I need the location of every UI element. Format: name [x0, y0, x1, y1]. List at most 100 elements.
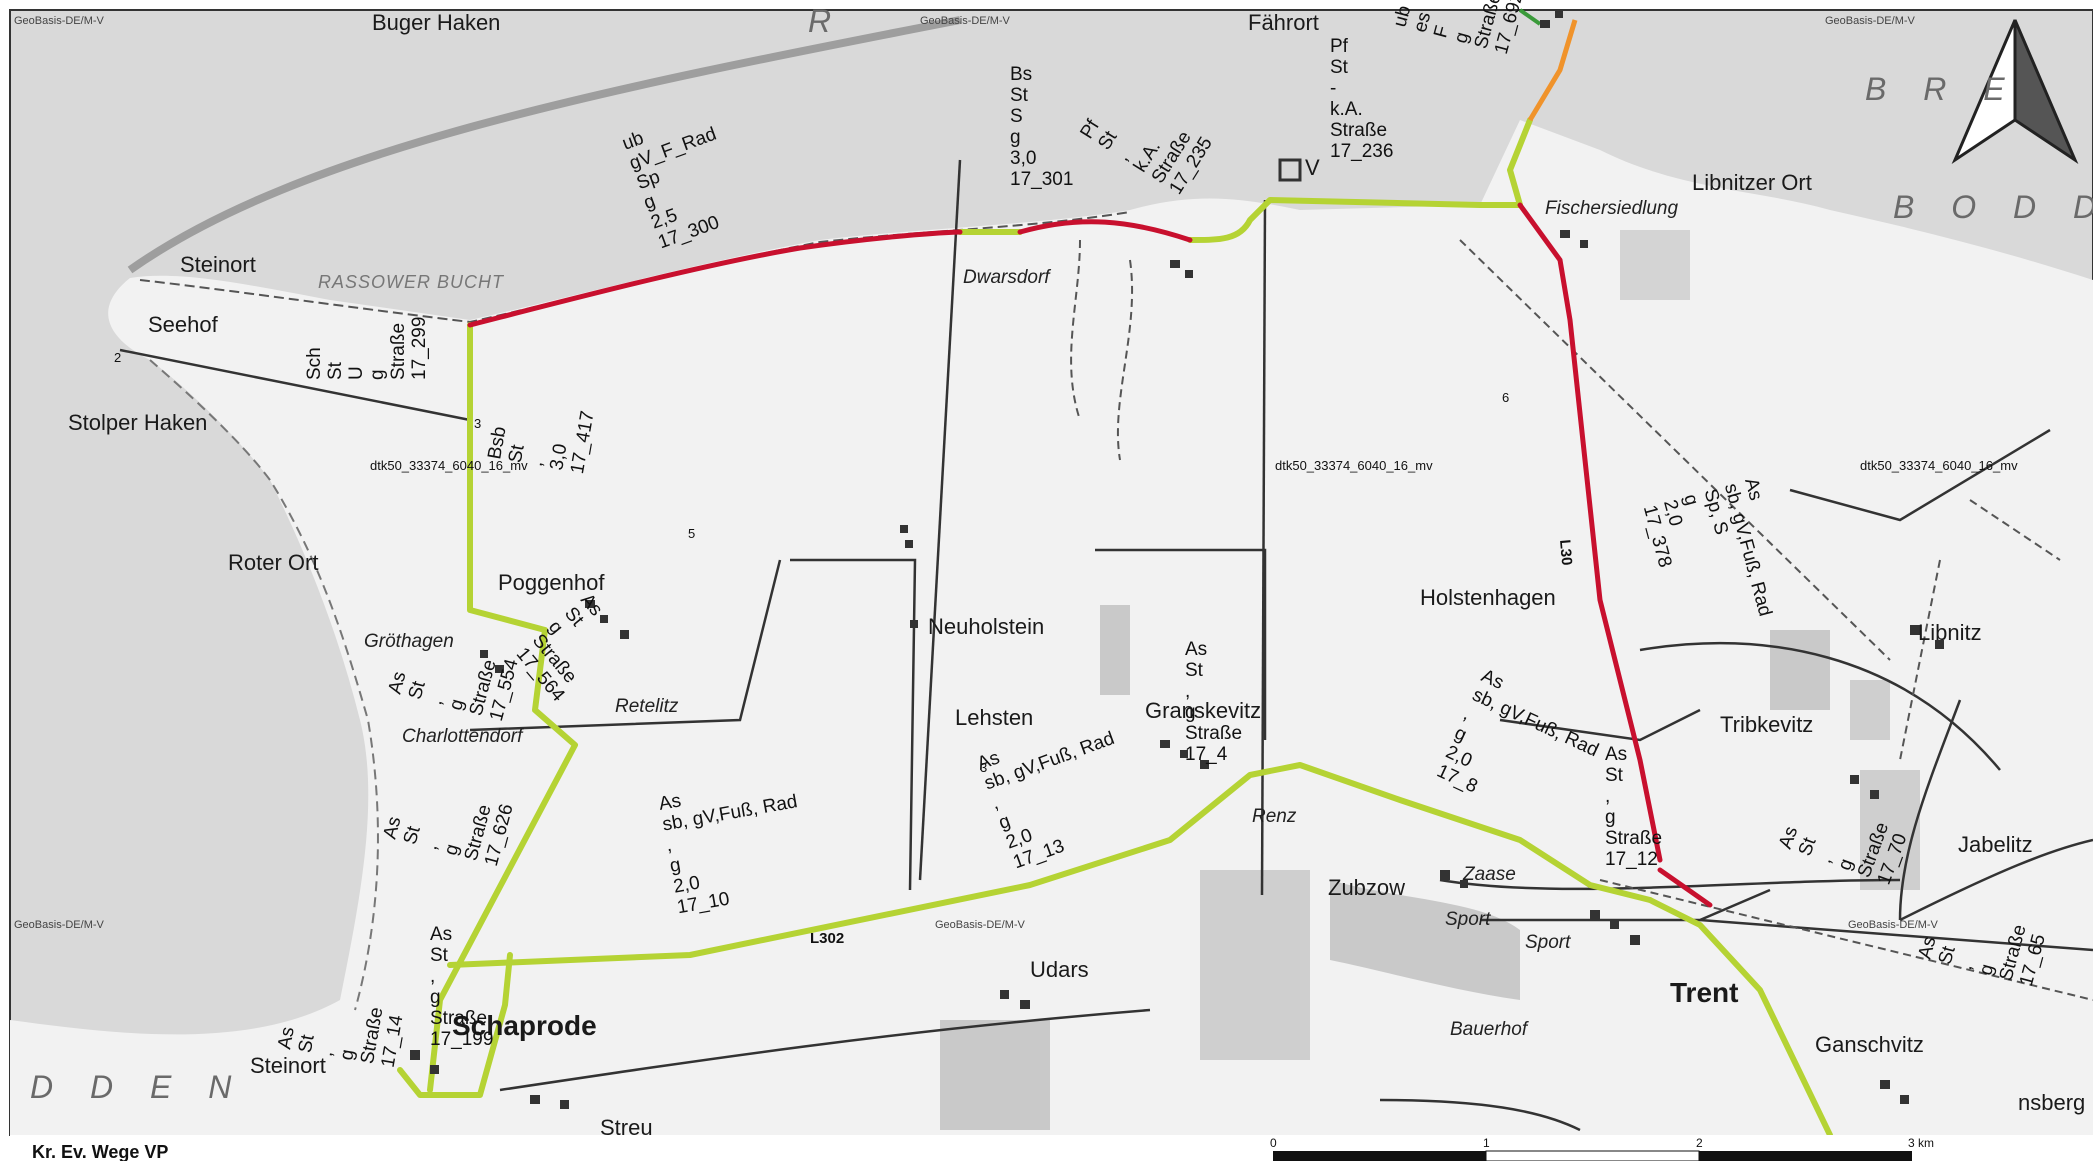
- source-label: GeoBasis-DE/M-V: [1825, 15, 1916, 27]
- place-ganschvitz: Ganschvitz: [1815, 1032, 1924, 1057]
- place-fischersiedlung: Fischersiedlung: [1545, 198, 1678, 219]
- place-holstenhagen: Holstenhagen: [1420, 585, 1556, 610]
- segment-label-line: ,: [1185, 681, 1190, 702]
- place-steinort-south: Steinort: [250, 1053, 326, 1078]
- segment-label-line: St: [325, 361, 346, 380]
- segment-label-line: 17_199: [430, 1029, 493, 1050]
- place-libnitz: Libnitz: [1918, 620, 1982, 645]
- scale-bar: 0 1 2 3 km: [1270, 1136, 1934, 1161]
- place-jabelitz: Jabelitz: [1958, 832, 2033, 857]
- segment-label-line: S: [1010, 106, 1023, 127]
- segment-label-line: g: [430, 987, 441, 1008]
- segment-label-line: 3,0: [546, 442, 571, 472]
- road-id-l30: L30: [1556, 539, 1575, 566]
- segment-label-line: As: [1605, 744, 1627, 765]
- place-trent: Trent: [1670, 977, 1738, 1008]
- place-ansberg: nsberg: [2018, 1090, 2085, 1115]
- segment-label-line: Sch: [304, 347, 325, 380]
- place-vaschvitz: V: [1305, 155, 1320, 180]
- place-sport-2: Sport: [1525, 932, 1571, 953]
- coastline-west: [149, 359, 379, 1011]
- place-seehof: Seehof: [148, 312, 219, 337]
- segment-label-line: ,: [526, 459, 548, 468]
- place-charlottendorf: Charlottendorf: [402, 726, 524, 747]
- segment-label-17-299: SchStUgStraße17_299: [304, 317, 430, 380]
- segment-label-line: g: [1450, 30, 1473, 46]
- segment-label-line: U: [346, 366, 367, 380]
- segment-label-line: ,: [430, 966, 435, 987]
- place-granskevitz: Granskevitz: [1145, 698, 1261, 723]
- segment-label-line: As: [1185, 639, 1207, 660]
- scale-tick-1: 1: [1483, 1136, 1490, 1150]
- spot-height: 3: [474, 416, 481, 431]
- forest-patch: [1100, 605, 1130, 695]
- source-label: GeoBasis-DE/M-V: [1848, 919, 1939, 931]
- place-renz: Renz: [1252, 806, 1297, 827]
- segment-label-line: 2,0: [672, 872, 702, 897]
- darkgreen-route: [1518, 8, 1542, 26]
- segment-label-line: ,: [425, 697, 447, 708]
- place-groethagen: Gröthagen: [364, 631, 454, 652]
- segment-label-line: Straße: [1605, 828, 1662, 849]
- segment-label-line: ,: [420, 842, 442, 853]
- segment-label-17-14: AsSt,gStraße17_14: [274, 991, 408, 1069]
- land-area: [10, 120, 2093, 1135]
- source-label: GeoBasis-DE/M-V: [14, 919, 105, 931]
- dashed-tracks: [1070, 239, 2093, 1001]
- source-label: GeoBasis-DE/M-V: [935, 919, 1026, 931]
- segment-label-line: 17_301: [1010, 169, 1073, 190]
- water-label-rassower-bucht: RASSOWER BUCHT: [318, 272, 505, 292]
- sheet-label-west: dtk50_33374_6040_16_mv: [370, 458, 528, 473]
- place-dwarsdorf: Dwarsdorf: [963, 267, 1051, 288]
- spot-height: 6: [1502, 390, 1509, 405]
- orange-route: [1527, 19, 1578, 122]
- sheet-label-east: dtk50_33374_6040_16_mv: [1860, 458, 2018, 473]
- segment-label-line: ,: [1605, 786, 1610, 807]
- spot-height: 2: [114, 350, 121, 365]
- scale-tick-0: 0: [1270, 1136, 1277, 1150]
- water-label-bodden-sw: D D E N: [30, 1069, 245, 1105]
- ferry-line: [127, 16, 961, 274]
- segment-label-line: Straße: [1330, 120, 1387, 141]
- place-roter-ort: Roter Ort: [228, 550, 318, 575]
- place-tribkevitz: Tribkevitz: [1720, 712, 1813, 737]
- segment-label-line: g: [440, 842, 463, 858]
- forest-patch: [1850, 680, 1890, 740]
- green-routes: [397, 117, 1833, 1138]
- water-label-bodden-ne: B O D D E: [1893, 189, 2093, 225]
- segment-label-line: 17_236: [1330, 141, 1393, 162]
- segment-label-line: St: [400, 823, 425, 846]
- segment-label-line: g: [668, 854, 682, 877]
- forest-patch: [1330, 880, 1520, 1000]
- place-poggenhof: Poggenhof: [498, 570, 605, 595]
- place-libnitzer-ort: Libnitzer Ort: [1692, 170, 1812, 195]
- place-schaprode: Schaprode: [452, 1010, 597, 1041]
- segment-label-line: ,: [316, 1049, 338, 1058]
- segment-label-line: ,: [1955, 962, 1977, 973]
- gray-roads: [119, 159, 2093, 1132]
- road-id-l302: L302: [810, 930, 844, 947]
- segment-label-line: g: [336, 1048, 359, 1062]
- segment-label-line: As: [657, 790, 682, 815]
- segment-label-line: 17_299: [409, 317, 430, 380]
- segment-label-line: Straße: [430, 1008, 487, 1029]
- place-steinort-north: Steinort: [180, 252, 256, 277]
- water-label-breetzer: B R E: [1865, 71, 2019, 107]
- segment-label-line: St: [1010, 85, 1029, 106]
- scale-tick-2: 2: [1696, 1136, 1703, 1150]
- segment-label-line: F: [1430, 24, 1453, 41]
- spot-height: 5: [688, 526, 695, 541]
- segment-label-line: As: [274, 1025, 299, 1050]
- segment-label-line: -: [1330, 78, 1336, 99]
- place-bauerhof: Bauerhof: [1450, 1019, 1529, 1040]
- forest-patch: [1620, 230, 1690, 300]
- segment-label-line: 17_12: [1605, 849, 1658, 870]
- place-sport-1: Sport: [1445, 909, 1491, 930]
- north-arrow-icon: [1951, 19, 2079, 165]
